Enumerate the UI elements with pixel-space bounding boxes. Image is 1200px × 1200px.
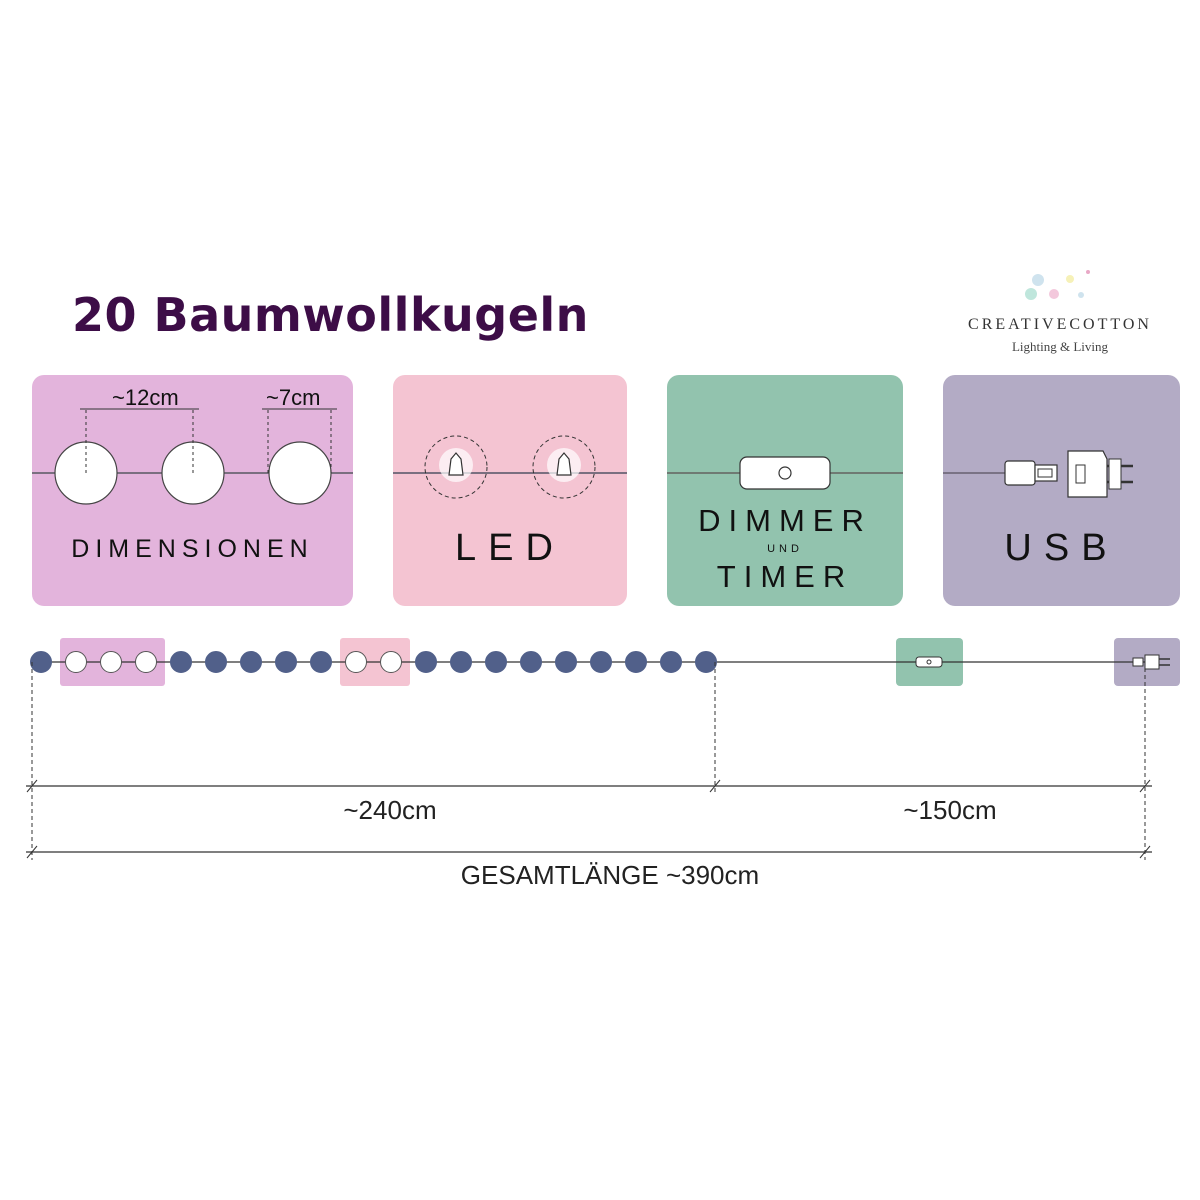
cotton-ball xyxy=(170,651,192,673)
spacing-label: ~12cm xyxy=(112,385,179,410)
dimmer-illustration xyxy=(667,456,903,490)
cotton-ball xyxy=(310,651,332,673)
cotton-ball xyxy=(205,651,227,673)
cotton-ball xyxy=(590,651,612,673)
cotton-ball xyxy=(275,651,297,673)
logo-dots-icon xyxy=(1025,270,1090,300)
light-ball xyxy=(100,651,122,673)
cotton-ball xyxy=(660,651,682,673)
usb-illustration xyxy=(943,450,1133,498)
cotton-ball xyxy=(30,651,52,673)
card-usb: USB xyxy=(943,375,1180,606)
led-illustration xyxy=(393,435,627,499)
brand-tagline: Lighting & Living xyxy=(1011,339,1109,354)
strand-dimmer-icon xyxy=(915,656,943,668)
cotton-ball xyxy=(415,651,437,673)
led-bulb-icon xyxy=(532,435,596,499)
usb-plug-icon xyxy=(1004,460,1058,486)
cotton-ball xyxy=(450,651,472,673)
diameter-label: ~7cm xyxy=(266,385,321,410)
page-title: 20 Baumwollkugeln xyxy=(72,288,589,342)
cotton-ball xyxy=(695,651,717,673)
card-led-label: LED xyxy=(455,527,565,569)
cotton-ball xyxy=(520,651,542,673)
light-ball xyxy=(345,651,367,673)
card-dimmer-timer: DIMMER UND TIMER xyxy=(667,375,903,606)
cotton-ball xyxy=(485,651,507,673)
led-bulb-icon xyxy=(424,435,488,499)
cotton-ball xyxy=(240,651,262,673)
light-ball xyxy=(135,651,157,673)
card-dimensions: ~12cm ~7cm DIMENSIONEN xyxy=(32,375,353,606)
dimensions-illustration xyxy=(32,407,353,505)
cable-length-label: ~150cm xyxy=(903,795,997,825)
card-dimensions-label: DIMENSIONEN xyxy=(71,535,314,563)
card-led: LED xyxy=(393,375,627,606)
cotton-ball xyxy=(625,651,647,673)
card-timer-label: TIMER xyxy=(716,559,854,594)
card-dimmer-conjunction: UND xyxy=(767,543,803,555)
power-adapter-icon xyxy=(1067,450,1133,498)
strand-usb-icon xyxy=(1132,654,1170,670)
brand-name: CREATIVECOTTON xyxy=(968,316,1152,333)
total-length-label: GESAMTLÄNGE ~390cm xyxy=(460,860,760,890)
light-ball xyxy=(65,651,87,673)
card-dimmer-label: DIMMER xyxy=(698,503,872,538)
balls-length-label: ~240cm xyxy=(343,795,437,825)
brand-logo: CREATIVECOTTON Lighting & Living xyxy=(950,268,1170,358)
card-usb-label: USB xyxy=(1004,527,1119,569)
light-ball xyxy=(380,651,402,673)
ball-row xyxy=(30,651,717,673)
light-strand-diagram xyxy=(26,638,1180,860)
cotton-ball xyxy=(555,651,577,673)
